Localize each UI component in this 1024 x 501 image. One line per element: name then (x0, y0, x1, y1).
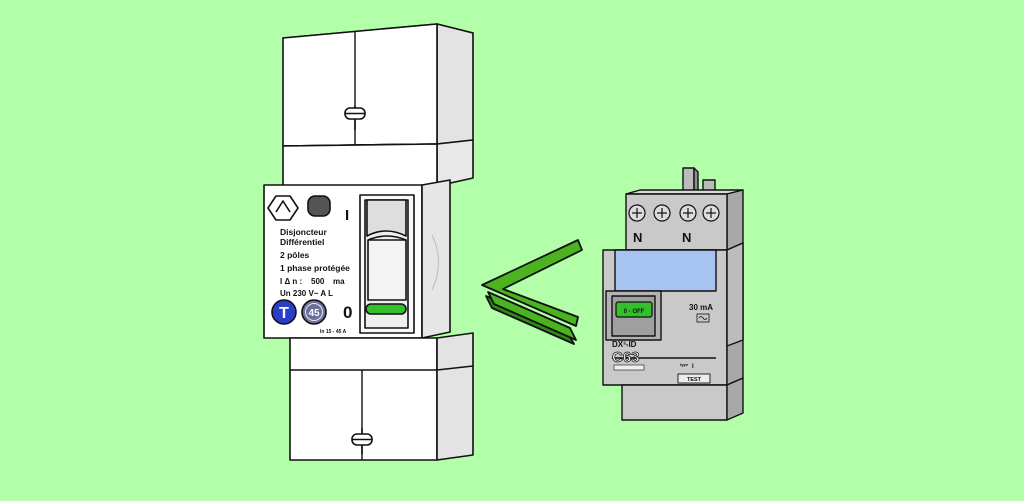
sensitivity-label: 30 mA (689, 303, 713, 312)
test-label: TEST (687, 377, 702, 383)
label-voltage: Un 230 V~ A L (280, 289, 333, 298)
rating-label: C63 (612, 349, 640, 366)
terminal-screw-icon (653, 204, 671, 222)
rating-badge: 45 (301, 299, 327, 325)
big-differential-breaker (263, 23, 474, 461)
on-mark: I (345, 207, 349, 224)
bottom-terminal-screw-icon (351, 428, 373, 454)
test-button-text: T (279, 305, 289, 322)
off-mark: 0 (343, 303, 352, 322)
label-disjoncteur: Disjoncteur (280, 227, 327, 237)
type-label: type (680, 362, 689, 367)
serial-code-strip (613, 364, 645, 371)
label-sensitivity-value: 500 (311, 277, 325, 286)
label-poles: 2 pôles (280, 250, 310, 260)
top-terminal-screw-icon (344, 106, 366, 130)
rating-badge-text: 45 (308, 308, 320, 319)
big-breaker-label-block: Disjoncteur Différentiel 2 pôles 1 phase… (280, 207, 352, 322)
label-sensitivity-unit: ma (333, 277, 345, 286)
terminal-label-n1: N (633, 230, 642, 245)
small-din-rail-breaker (602, 167, 744, 421)
chevron-left-icon (481, 239, 583, 345)
switch-status: 0 - OFF (624, 309, 645, 315)
terminal-screw-icon (679, 204, 697, 222)
series-label: DX³-ID (612, 340, 637, 349)
label-differentiel: Différentiel (280, 237, 324, 247)
terminal-screw-icon (628, 204, 646, 222)
test-button[interactable]: T (271, 299, 297, 325)
terminal-screw-icon (702, 204, 720, 222)
big-breaker-green-indicator (365, 303, 407, 315)
label-sensitivity-prefix: I Δ n : (280, 277, 302, 286)
type-value: I (692, 364, 694, 370)
small-breaker-switch[interactable]: 0 - OFF (615, 301, 653, 318)
small-breaker-test-button[interactable]: TEST (677, 373, 711, 384)
ac-type-symbol-icon (696, 313, 710, 323)
terminal-label-n2: N (682, 230, 691, 245)
rating-range: In 15 - 45 A (320, 329, 347, 335)
manufacturer-logo-icon (267, 195, 299, 221)
reset-button[interactable] (307, 195, 331, 217)
terminal-screws (628, 204, 720, 222)
label-phase: 1 phase protégée (280, 263, 350, 273)
